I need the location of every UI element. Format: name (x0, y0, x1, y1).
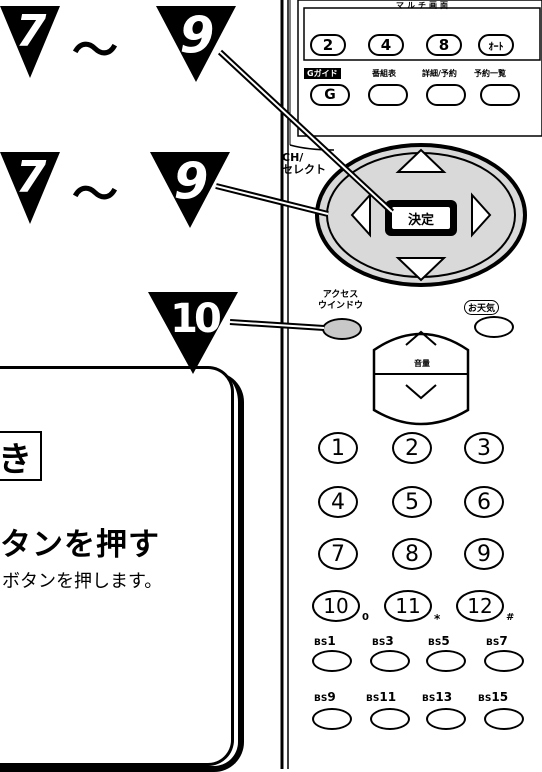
num-key-8[interactable]: 8 (392, 538, 432, 570)
num-key-11[interactable]: 11 (384, 590, 432, 622)
bs-key-13[interactable] (426, 708, 466, 730)
enter-button[interactable]: 決定 (385, 200, 457, 236)
bs-label-11: BS11 (366, 690, 397, 704)
num-sub-0: 0 (362, 612, 369, 623)
num-key-4[interactable]: 4 (318, 486, 358, 518)
gguide-button[interactable]: G (310, 84, 350, 106)
program-guide-button[interactable] (368, 84, 408, 106)
weather-button[interactable] (474, 316, 514, 338)
volume-label: 音量 (414, 359, 430, 368)
bs-key-1[interactable] (312, 650, 352, 672)
num-key-9[interactable]: 9 (464, 538, 504, 570)
bs-label-1: BS1 (314, 634, 336, 648)
multi-screen-label: マルチ画面 (396, 1, 451, 10)
step-badge-10: 10 (148, 290, 240, 376)
bs-key-9[interactable] (312, 708, 352, 730)
ch-select-label: CH/ セレクト (282, 151, 326, 176)
num-key-2[interactable]: 2 (392, 432, 432, 464)
panel-title-fragment: き (0, 439, 32, 480)
panel-body-text: ボタンを押します。 (2, 571, 163, 592)
remote-control: マルチ画面 2 4 8 ｵｰﾄ Gガイド 番組表 詳細/予約 予約一覧 G CH… (278, 0, 542, 769)
num-key-6[interactable]: 6 (464, 486, 504, 518)
access-window-label: アクセス ウインドウ (318, 290, 364, 311)
num-key-10[interactable]: 10 (312, 590, 360, 622)
details-reserve-label: 詳細/予約 (422, 69, 457, 78)
details-reserve-button[interactable] (426, 84, 466, 106)
gguide-label: Gガイド (304, 68, 341, 79)
num-key-5[interactable]: 5 (392, 486, 432, 518)
bs-key-11[interactable] (370, 708, 410, 730)
step-tilde-top: 〜 (72, 23, 118, 77)
bs-label-13: BS13 (422, 690, 453, 704)
num-key-3[interactable]: 3 (464, 432, 504, 464)
multi-key-auto[interactable]: ｵｰﾄ (478, 34, 514, 56)
bs-label-7: BS7 (486, 634, 508, 648)
bs-label-5: BS5 (428, 634, 450, 648)
panel-title-box: き (0, 431, 42, 481)
bs-key-3[interactable] (370, 650, 410, 672)
step-badge-mid-to: 9 (150, 150, 232, 230)
num-sub-star: * (434, 612, 441, 626)
step-badge-mid-from: 7 (0, 150, 62, 226)
num-key-7[interactable]: 7 (318, 538, 358, 570)
reserve-list-label: 予約一覧 (474, 69, 506, 78)
bs-key-7[interactable] (484, 650, 524, 672)
instruction-panel: き タンを押す ボタンを押します。 (0, 366, 234, 766)
multi-key-2[interactable]: 2 (310, 34, 346, 56)
weather-label: お天気 (464, 300, 500, 315)
enter-button-face: 決定 (390, 205, 452, 231)
bs-label-3: BS3 (372, 634, 394, 648)
reserve-list-button[interactable] (480, 84, 520, 106)
enter-label: 決定 (407, 212, 434, 228)
bs-key-15[interactable] (484, 708, 524, 730)
num-key-12[interactable]: 12 (456, 590, 504, 622)
multi-key-4[interactable]: 4 (368, 34, 404, 56)
bs-label-9: BS9 (314, 690, 336, 704)
num-sub-hash: # (506, 612, 515, 623)
bs-key-5[interactable] (426, 650, 466, 672)
multi-key-8[interactable]: 8 (426, 34, 462, 56)
program-guide-label: 番組表 (372, 69, 396, 78)
step-tilde-mid: 〜 (72, 167, 118, 221)
step-badge-top-from: 7 (0, 4, 62, 80)
step-badge-top-to: 9 (156, 4, 238, 84)
num-key-1[interactable]: 1 (318, 432, 358, 464)
panel-heading: タンを押す (0, 527, 160, 563)
bs-label-15: BS15 (478, 690, 509, 704)
